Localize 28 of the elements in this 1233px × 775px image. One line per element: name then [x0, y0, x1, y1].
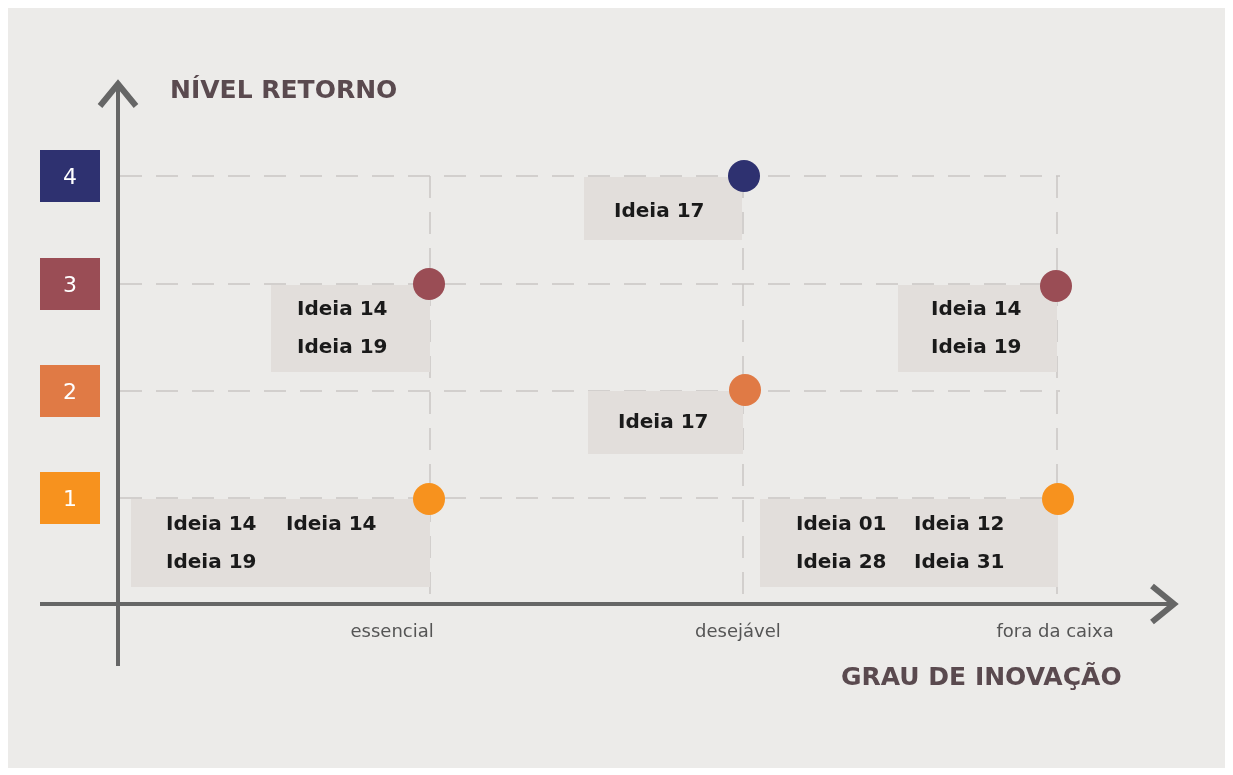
- idea-label: Ideia 17: [618, 408, 709, 434]
- level-marker: 3: [40, 258, 100, 310]
- idea-label: Ideia 01: [796, 510, 887, 536]
- level-marker: 4: [40, 150, 100, 202]
- idea-label: Ideia 14: [931, 295, 1022, 321]
- axis-title: NÍVEL RETORNO: [170, 75, 398, 104]
- level-marker: 1: [40, 472, 100, 524]
- axis-tick-label: essencial: [350, 620, 434, 641]
- level-marker: 2: [40, 365, 100, 417]
- idea-label: Ideia 14: [166, 510, 257, 536]
- idea-label: Ideia 19: [931, 333, 1022, 359]
- axis-tick-label: desejável: [695, 620, 781, 641]
- idea-panel: [584, 177, 742, 240]
- idea-label: Ideia 31: [914, 548, 1005, 574]
- idea-label: Ideia 17: [614, 197, 705, 223]
- idea-label: Ideia 19: [166, 548, 257, 574]
- idea-panel: [131, 499, 430, 587]
- axis-title: GRAU DE INOVAÇÃO: [841, 662, 1122, 691]
- idea-label: Ideia 28: [796, 548, 887, 574]
- idea-label: Ideia 14: [286, 510, 377, 536]
- idea-panel: [760, 499, 1058, 587]
- idea-label: Ideia 19: [297, 333, 388, 359]
- idea-panel: [271, 285, 430, 372]
- axis-tick-label: fora da caixa: [996, 620, 1114, 641]
- idea-label: Ideia 14: [297, 295, 388, 321]
- idea-label: Ideia 12: [914, 510, 1005, 536]
- idea-panel: [898, 285, 1057, 372]
- idea-panel: [588, 391, 743, 454]
